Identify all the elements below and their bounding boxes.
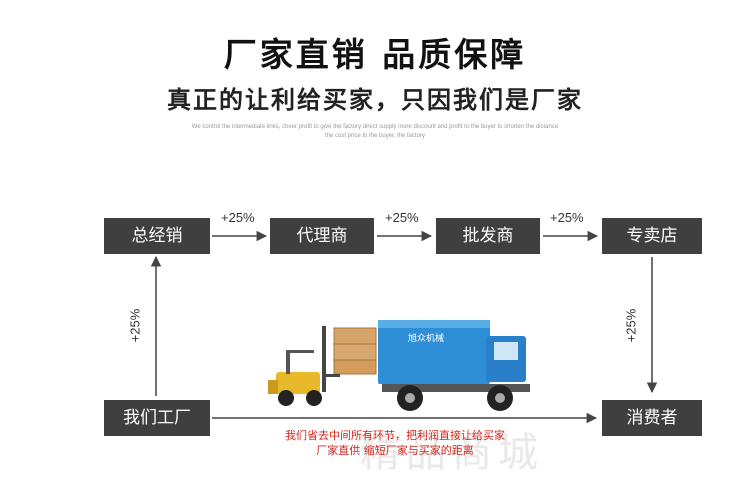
cargo-boxes — [333, 327, 377, 375]
bottom-text-line-2: 厂家直供 缩短厂家与买家的距离 — [316, 444, 474, 457]
markup-wholesaler-to-store: +25% — [550, 210, 584, 225]
truck-logo-text: 旭众机械 — [408, 332, 444, 344]
markup-store-to-consumer: +25% — [623, 308, 639, 343]
truck-illustration: 旭众机械 — [378, 320, 530, 411]
fine-print-line-2: the cost price to the buyer, the factory — [324, 133, 426, 139]
node-specialty-store: 专卖店 — [602, 218, 702, 254]
node-agent: 代理商 — [270, 218, 374, 254]
markup-agent-to-wholesaler: +25% — [385, 210, 419, 225]
forklift-illustration — [268, 326, 340, 406]
watermark: 精品商城 — [360, 430, 544, 476]
fine-print-line-1: We control the intermediate links, cheer… — [191, 124, 559, 130]
bottom-text-line-1: 我们省去中间所有环节，把利润直接让给买家 — [285, 429, 505, 442]
node-wholesaler: 批发商 — [436, 218, 540, 254]
node-factory: 我们工厂 — [104, 400, 210, 436]
page-subtitle: 真正的让利给买家，只因我们是厂家 — [167, 86, 583, 114]
node-general-distributor: 总经销 — [104, 218, 210, 254]
node-consumer: 消费者 — [602, 400, 702, 436]
page-title: 厂家直销 品质保障 — [223, 35, 527, 74]
markup-gd-to-agent: +25% — [221, 210, 255, 225]
markup-factory-to-gd: +25% — [127, 308, 143, 343]
